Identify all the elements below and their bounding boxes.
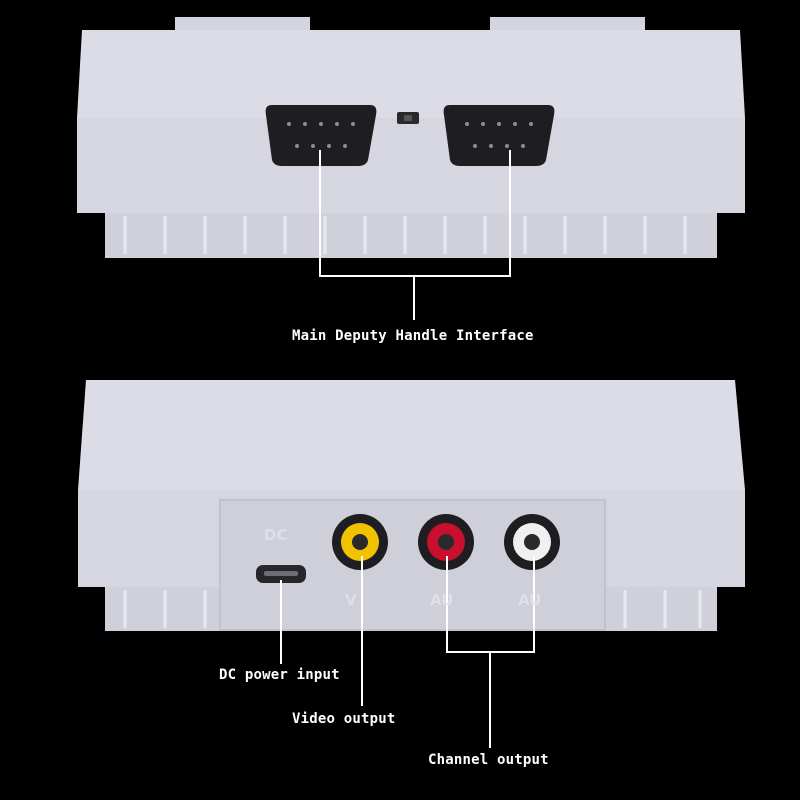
- top-console-tab-left: [175, 17, 310, 31]
- audio-right-jack: [504, 514, 560, 570]
- bottom-console-ribs: [123, 590, 702, 628]
- video-jack: [332, 514, 388, 570]
- dc-power-caption: DC power input: [219, 667, 340, 683]
- video-port-label: V: [345, 591, 357, 609]
- audio-left-jack: [418, 514, 474, 570]
- top-console-base: [105, 213, 717, 258]
- controller-port-1: [265, 105, 377, 166]
- audio-left-port-label: AU: [430, 591, 454, 609]
- dc-port-label: DC: [264, 526, 288, 544]
- top-console-upper-face: [77, 30, 745, 118]
- top-console: [77, 17, 745, 258]
- top-console-ribs: [123, 216, 687, 254]
- bottom-console-upper-face: [78, 380, 745, 490]
- top-console-tab-right: [490, 17, 645, 31]
- bottom-callout-lines: [280, 556, 535, 748]
- channel-output-caption: Channel output: [428, 752, 549, 768]
- top-console-front-face: [77, 118, 745, 213]
- video-output-caption: Video output: [292, 711, 396, 727]
- bottom-console: [78, 380, 745, 631]
- audio-right-port-label: AU: [518, 591, 542, 609]
- controller-port-2: [443, 105, 555, 166]
- controller-interface-caption: Main Deputy Handle Interface: [292, 328, 534, 344]
- top-callout-lines: [319, 150, 511, 320]
